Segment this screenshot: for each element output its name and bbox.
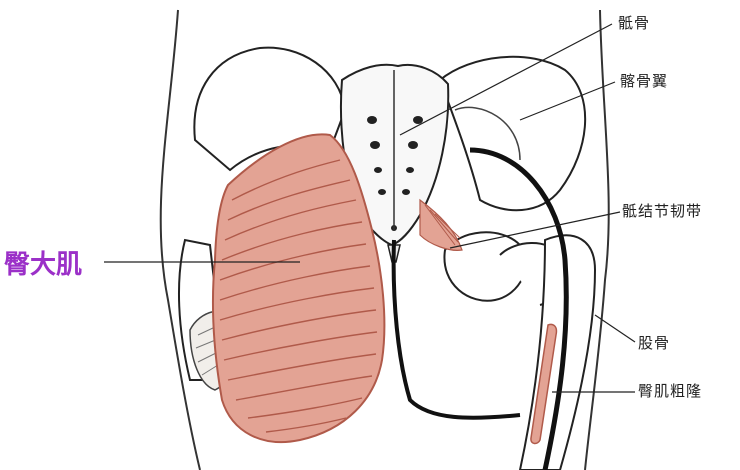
femur-label: 股骨 (638, 332, 670, 353)
gluteal-tuberosity-label: 臀肌粗隆 (638, 380, 702, 401)
body-outline-right (585, 10, 609, 470)
iliac-wing-label: 髂骨翼 (620, 70, 668, 91)
sacrotuberous-ligament-label: 骶结节韧带 (622, 200, 702, 221)
sacrum-label: 骶骨 (618, 12, 650, 33)
gluteus-maximus-label: 臀大肌 (4, 244, 82, 281)
body-outline-left (161, 10, 200, 470)
